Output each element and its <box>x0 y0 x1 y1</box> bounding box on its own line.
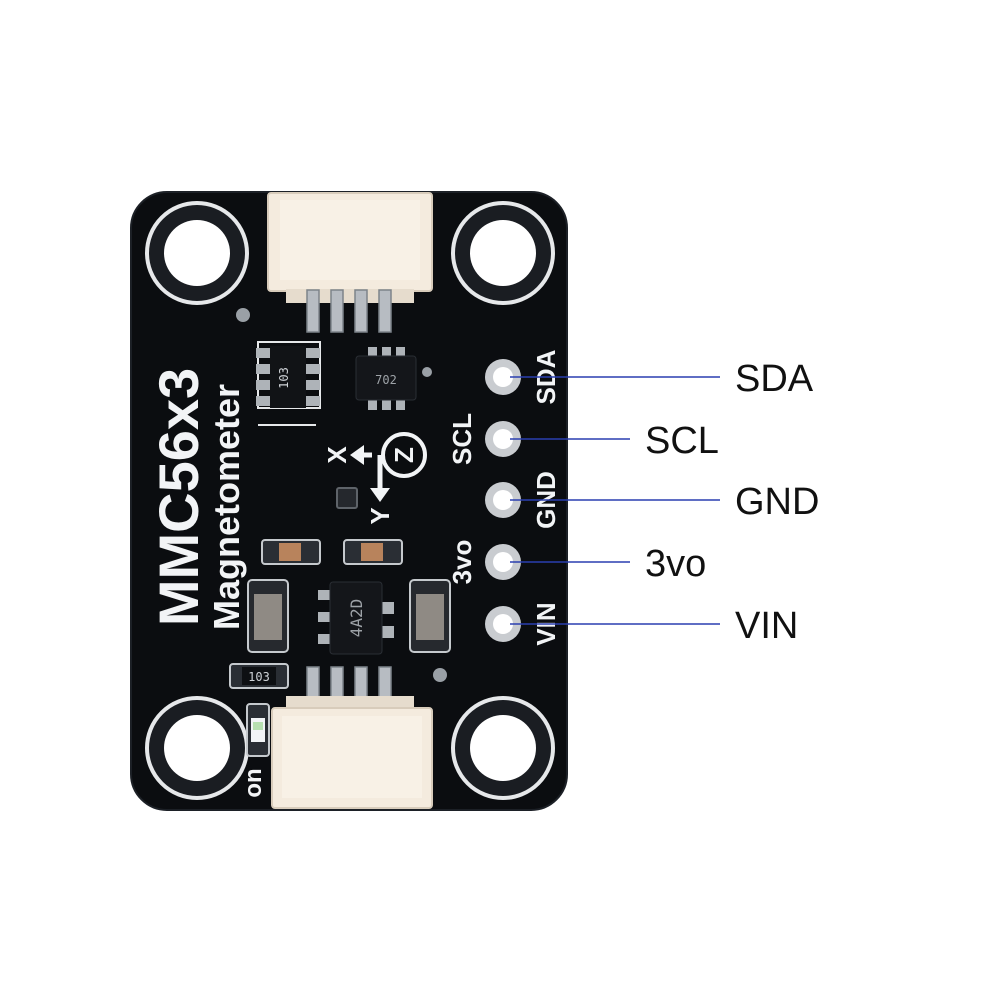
pin-hole-scl <box>485 421 521 457</box>
stemma-connector-top <box>267 192 433 333</box>
board-title: MMC56x3 <box>147 368 210 626</box>
pin-hole-vin <box>485 606 521 642</box>
voltage-regulator: 4A2D <box>318 581 394 655</box>
pin-hole-gnd <box>485 482 521 518</box>
silk-label-scl: SCL <box>447 413 477 465</box>
sensor-ic: 702 <box>355 347 432 410</box>
led-label: on <box>240 768 267 797</box>
resistor-bottom-marking: 103 <box>248 670 270 684</box>
pin-hole-3vo <box>485 544 521 580</box>
callout-scl: SCL <box>645 420 719 462</box>
capacitor-large-right <box>409 579 451 653</box>
silk-label-3vo: 3vo <box>447 540 477 585</box>
sensor-ic-marking: 702 <box>375 373 397 387</box>
pin-hole-sda <box>485 359 521 395</box>
resistor-network-marking: 103 <box>277 367 291 389</box>
mounting-hole-top-right <box>451 201 555 305</box>
callout-sda: SDA <box>735 358 814 400</box>
regulator-marking: 4A2D <box>347 599 366 638</box>
capacitor-small-left <box>261 539 321 565</box>
axis-z-label: Z <box>389 447 419 463</box>
pin-header <box>485 359 521 642</box>
board-subtitle: Magnetometer <box>206 384 247 630</box>
power-led <box>246 703 270 757</box>
capacitor-large-left <box>247 579 289 653</box>
tiny-chip <box>336 487 358 509</box>
callout-gnd: GND <box>735 481 820 523</box>
mounting-hole-top-left <box>145 201 249 305</box>
callout-vin: VIN <box>735 605 799 647</box>
leader-lines <box>510 376 720 625</box>
axis-indicator: Z X Y <box>322 432 427 525</box>
resistor-network: 103 <box>256 341 321 409</box>
capacitor-small-right <box>343 539 403 565</box>
mounting-hole-bottom-right <box>451 696 555 800</box>
callout-3vo: 3vo <box>645 543 707 585</box>
axis-x-label: X <box>322 446 352 464</box>
stemma-connector-bottom <box>271 666 433 809</box>
axis-y-label: Y <box>365 507 395 524</box>
mounting-hole-bottom-left <box>145 696 249 800</box>
resistor-bottom: 103 <box>229 663 289 689</box>
